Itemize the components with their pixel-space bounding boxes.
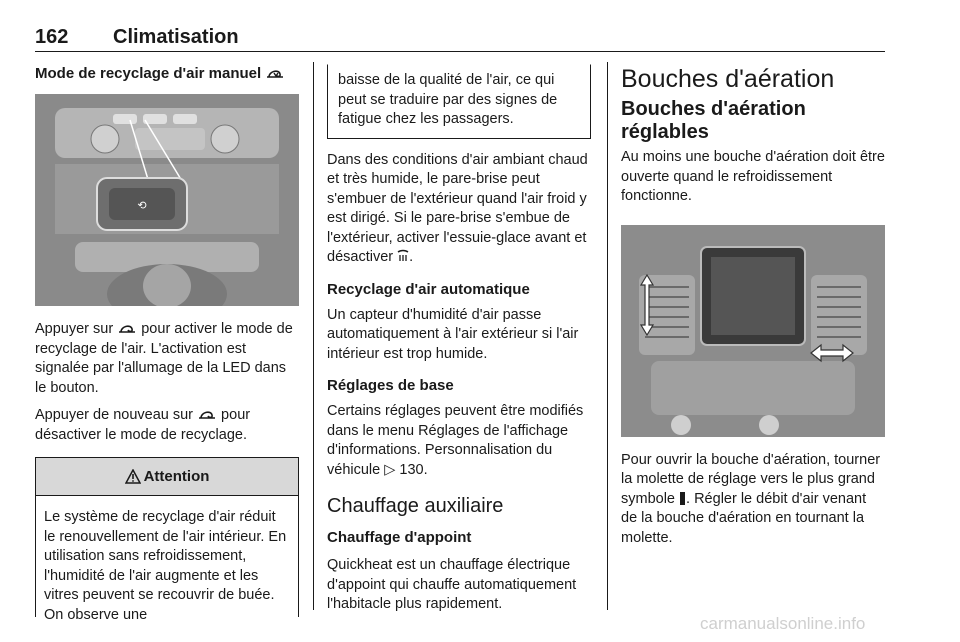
- watermark: carmanualsonline.info: [700, 614, 866, 633]
- paragraph: Appuyer de nouveau sur pour désactiver l…: [35, 407, 251, 443]
- page-number: 162: [35, 26, 69, 48]
- column-1: Mode de recyclage d'air manuel ⟲ Appuyer…: [35, 64, 299, 623]
- air-vents-photo: [621, 224, 885, 437]
- column-divider: [607, 62, 608, 610]
- page-header: 162 Climatisation: [35, 22, 885, 52]
- paragraph: Pour ouvrir la bouche d'aération, tourne…: [621, 451, 881, 546]
- paragraph: Quickheat est un chauffage électrique d'…: [327, 557, 577, 612]
- svg-text:⟲: ⟲: [137, 199, 146, 212]
- paragraph: Dans des conditions d'air ambiant chaud …: [327, 151, 588, 266]
- heading-air-vents: Bouches d'aération: [621, 65, 835, 93]
- attention-text-continued: baisse de la qualité de l'air, ce qui pe…: [338, 72, 558, 127]
- vent-open-symbol-icon: [680, 491, 686, 505]
- paragraph: Au moins une bouche d'aération doit être…: [621, 149, 885, 204]
- heading-adjustable-vents: Bouches d'aération réglables: [621, 98, 806, 143]
- column-3: Bouches d'aération Bouches d'aération ré…: [621, 64, 885, 548]
- page-reference[interactable]: 130: [399, 461, 424, 478]
- page-reference-icon: ▷: [384, 461, 396, 478]
- heading-basic-settings: Réglages de base: [327, 377, 454, 394]
- windscreen-airflow-icon: [397, 249, 409, 261]
- column-2: baisse de la qualité de l'air, ce qui pe…: [327, 64, 591, 615]
- column-divider: [313, 62, 314, 610]
- attention-box: Attention Le système de recyclage d'air …: [35, 457, 299, 623]
- paragraph: Certains réglages peuvent être modifiés …: [327, 403, 584, 478]
- recirculation-icon: [119, 325, 136, 333]
- section-title-recirculation: Mode de recyclage d'air manuel: [35, 64, 299, 84]
- paragraph: Un capteur d'humidité d'air passe automa…: [327, 306, 579, 362]
- attention-box-continued: baisse de la qualité de l'air, ce qui pe…: [327, 64, 591, 139]
- heading-additional-heater: Chauffage d'appoint: [327, 529, 472, 546]
- chapter-title: Climatisation: [113, 26, 239, 48]
- attention-header: Attention: [36, 458, 298, 496]
- heading-automatic-recirculation: Recyclage d'air automatique: [327, 280, 530, 298]
- warning-icon: [124, 469, 141, 484]
- paragraph: Appuyer sur pour activer le mode de recy…: [35, 321, 293, 396]
- recirculation-button-photo: ⟲: [35, 94, 299, 306]
- heading-auxiliary-heating: Chauffage auxiliaire: [327, 495, 504, 517]
- recirculation-icon: [199, 411, 216, 419]
- attention-text: Le système de recyclage d'air réduit le …: [44, 509, 287, 623]
- recirculation-icon: [267, 70, 284, 78]
